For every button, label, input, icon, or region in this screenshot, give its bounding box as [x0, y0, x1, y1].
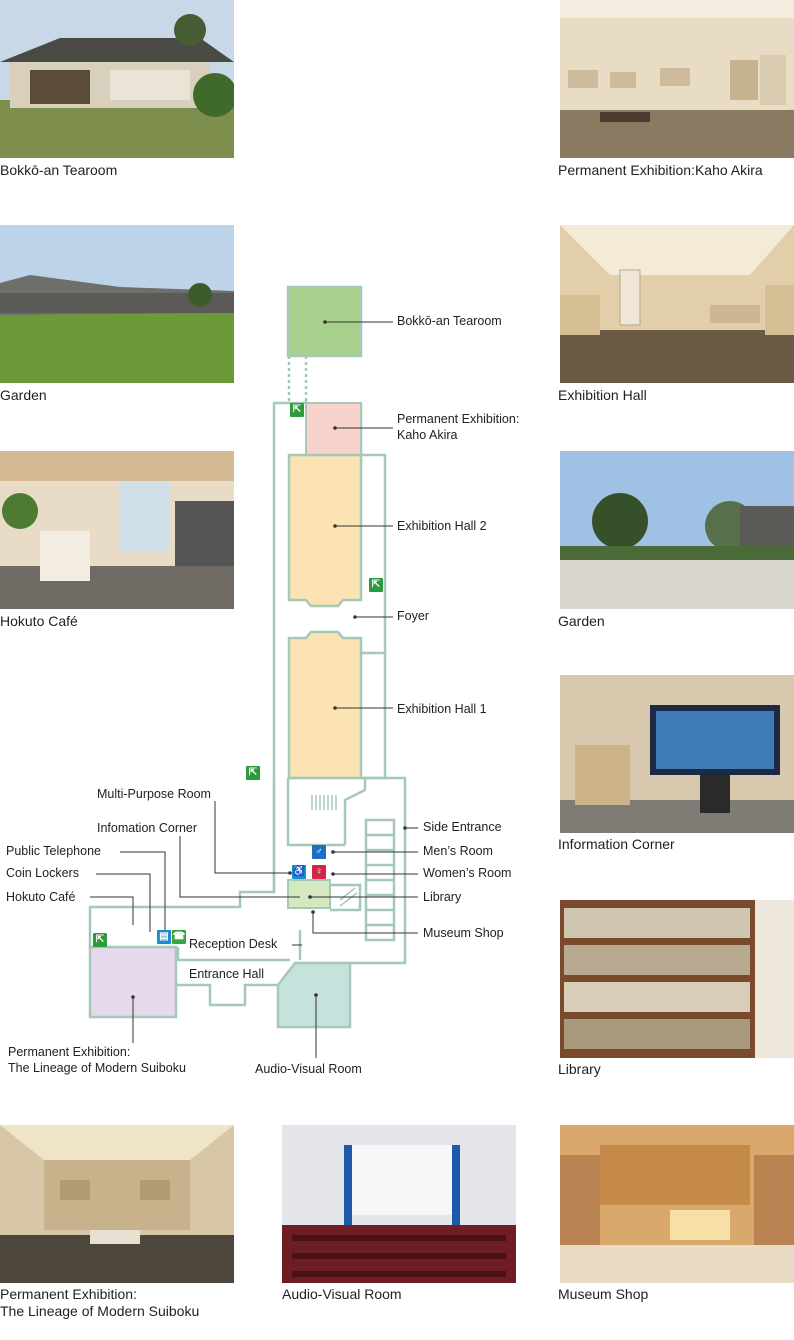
map-label-exhibition-hall-2: Exhibition Hall 2: [397, 519, 487, 533]
photo-caption-permanent-kaho: Permanent Exhibition:Kaho Akira: [558, 162, 763, 178]
map-label-public-telephone: Public Telephone: [6, 844, 101, 858]
emergency-exit-icon: ⇱: [290, 403, 304, 417]
room-exhibition-hall-1: [287, 630, 363, 780]
photo-caption-garden-right: Garden: [558, 613, 605, 629]
womens-room-icon: ♀: [312, 865, 326, 879]
map-label-reception-desk: Reception Desk: [189, 937, 278, 951]
photo-caption-hokuto-cafe: Hokuto Café: [0, 613, 78, 629]
room-exhibition-hall-2: [287, 453, 363, 608]
map-label-library: Library: [423, 890, 462, 904]
map-label-hokuto-cafe: Hokuto Café: [6, 890, 76, 904]
information-corner-photo: [560, 675, 794, 833]
map-label-exhibition-hall-1: Exhibition Hall 1: [397, 702, 487, 716]
map-label-suiboku-line1: Permanent Exhibition:: [8, 1045, 131, 1059]
permanent-exhibition-suiboku-photo: [0, 1125, 234, 1283]
garden-photo-right: [560, 451, 794, 609]
photo-caption-museum-shop: Museum Shop: [558, 1286, 649, 1302]
map-label-bokko-an: Bokkō-an Tearoom: [397, 314, 502, 328]
map-label-kaho-line2: Kaho Akira: [397, 428, 458, 442]
audio-visual-room-photo: [282, 1125, 516, 1283]
mens-room-icon: ♂: [312, 845, 326, 859]
photo-caption-information-corner: Information Corner: [558, 836, 675, 852]
wheelchair-icon: ♿: [292, 865, 306, 879]
emergency-exit-icon: ⇱: [246, 766, 260, 780]
map-label-entrance-hall: Entrance Hall: [189, 967, 265, 981]
photo-caption-exhibition-hall: Exhibition Hall: [558, 387, 647, 403]
garden-photo-left: [0, 225, 234, 383]
exhibition-hall-photo: [560, 225, 794, 383]
photo-caption-suiboku-line2: The Lineage of Modern Suiboku: [0, 1303, 200, 1319]
room-library: [287, 879, 331, 909]
museum-shop-photo: [560, 1125, 794, 1283]
map-label-coin-lockers: Coin Lockers: [6, 866, 79, 880]
photo-caption-library: Library: [558, 1061, 601, 1077]
emergency-exit-icon: ⇱: [369, 578, 383, 592]
coin-locker-icon: ▤: [157, 930, 171, 944]
map-label-womens-room: Women’s Room: [423, 866, 512, 880]
hokuto-cafe-photo: [0, 451, 234, 609]
map-label-museum-shop: Museum Shop: [423, 926, 504, 940]
map-label-information-corner: Infomation Corner: [97, 821, 198, 835]
map-label-suiboku-line2: The Lineage of Modern Suiboku: [8, 1061, 186, 1075]
map-label-audio-visual-room: Audio-Visual Room: [255, 1062, 362, 1076]
photo-caption-audio-visual: Audio-Visual Room: [282, 1286, 402, 1302]
map-label-foyer: Foyer: [397, 609, 429, 623]
photo-caption-bokko-an: Bokkō-an Tearoom: [0, 162, 118, 178]
map-label-kaho-line1: Permanent Exhibition:: [397, 412, 520, 426]
permanent-exhibition-kaho-photo: [560, 0, 794, 158]
room-permanent-kaho-akira: [305, 402, 362, 456]
room-audio-visual: [276, 961, 352, 1029]
map-label-multi-purpose-room: Multi-Purpose Room: [97, 787, 211, 801]
map-label-side-entrance: Side Entrance: [423, 820, 502, 834]
map-label-mens-room: Men’s Room: [423, 844, 493, 858]
emergency-exit-icon: ⇱: [93, 933, 107, 947]
telephone-icon: ☎: [172, 930, 186, 944]
photo-caption-suiboku-line1: Permanent Exhibition:: [0, 1286, 137, 1302]
photo-caption-garden-left: Garden: [0, 387, 47, 403]
bokko-an-tearoom-photo: [0, 0, 234, 158]
library-photo: [560, 900, 794, 1058]
